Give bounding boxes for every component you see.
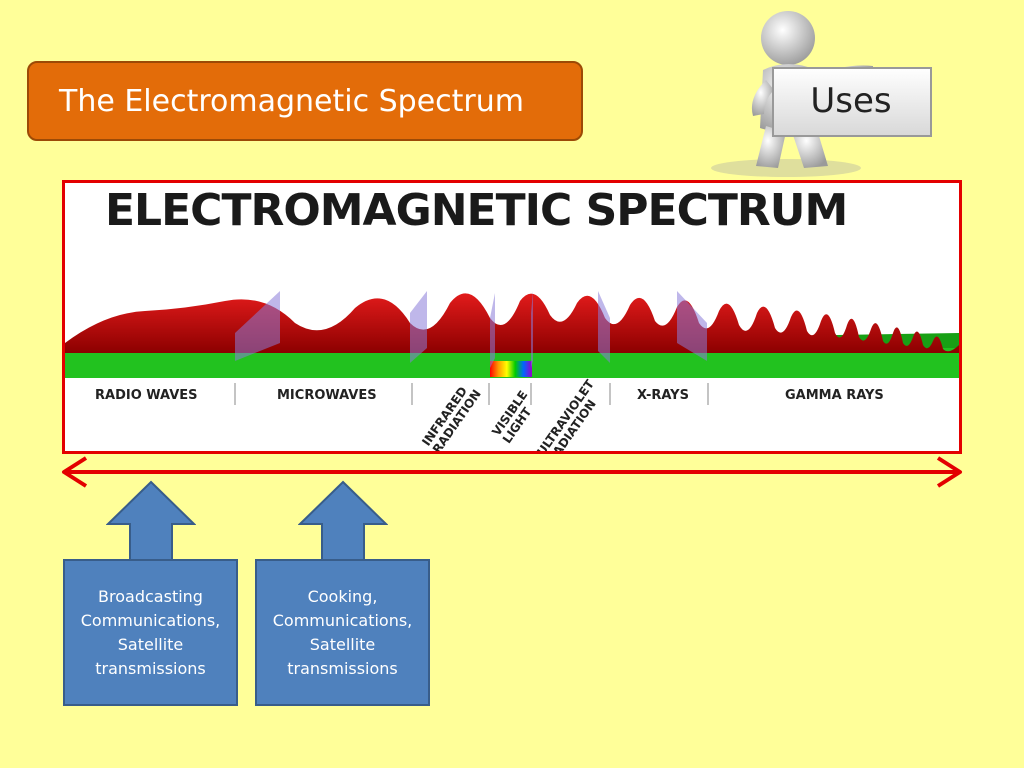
band-label-radio: RADIO WAVES xyxy=(95,388,198,403)
band-label-xrays: X-RAYS xyxy=(637,388,689,403)
spectrum-wave-illustration xyxy=(65,291,959,405)
double-arrow-icon xyxy=(62,456,962,488)
title-box: The Electromagnetic Spectrum xyxy=(27,61,583,141)
uses-label: Uses xyxy=(810,81,892,121)
spectrum-panel: ELECTROMAGNETIC SPECTRUM xyxy=(62,180,962,454)
band-label-gamma: GAMMA RAYS xyxy=(785,388,884,403)
spectrum-heading: ELECTROMAGNETIC SPECTRUM xyxy=(105,185,848,236)
person-holding-sign-icon xyxy=(711,11,932,177)
page-title: The Electromagnetic Spectrum xyxy=(59,83,524,119)
use-text: Cooking, Communications, Satellite trans… xyxy=(272,586,413,678)
use-text: Broadcasting Communications, Satellite t… xyxy=(80,586,221,678)
up-arrow-icon xyxy=(106,480,196,561)
up-arrow-icon xyxy=(298,480,388,561)
band-label-microwaves: MICROWAVES xyxy=(277,388,377,403)
use-box-microwaves: Cooking, Communications, Satellite trans… xyxy=(255,559,430,706)
use-box-radio: Broadcasting Communications, Satellite t… xyxy=(63,559,238,706)
